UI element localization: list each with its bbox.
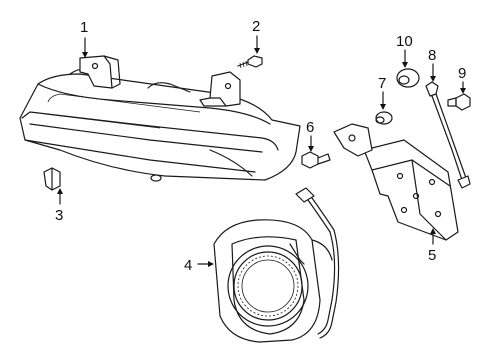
callout-8: 8	[428, 47, 436, 64]
callout-9: 9	[458, 65, 466, 82]
bracket-part-5	[333, 123, 459, 241]
headlamp-assembly	[19, 55, 301, 182]
callout-5: 5	[428, 247, 436, 264]
callout-3: 3	[55, 207, 63, 224]
fog-lamp-harness	[295, 187, 340, 339]
callout-6: 6	[306, 119, 314, 136]
clip-part-3	[43, 167, 61, 191]
bushing-part-7	[375, 111, 393, 125]
rod-part-8	[425, 81, 471, 189]
bolt-part-9	[447, 93, 471, 111]
callout-7: 7	[378, 75, 386, 92]
bolt-part-6	[301, 151, 331, 169]
callout-2: 2	[252, 18, 260, 35]
screw-part-2	[237, 55, 263, 69]
leader-lines	[57, 35, 466, 267]
callout-10: 10	[396, 33, 413, 50]
fog-lamp-assembly	[213, 219, 333, 343]
grommet-part-10	[396, 68, 420, 88]
callout-1: 1	[80, 19, 88, 36]
callout-labels: 1 2 3 4 5 6 7 8 9 10	[55, 18, 466, 274]
callout-4: 4	[184, 257, 192, 274]
